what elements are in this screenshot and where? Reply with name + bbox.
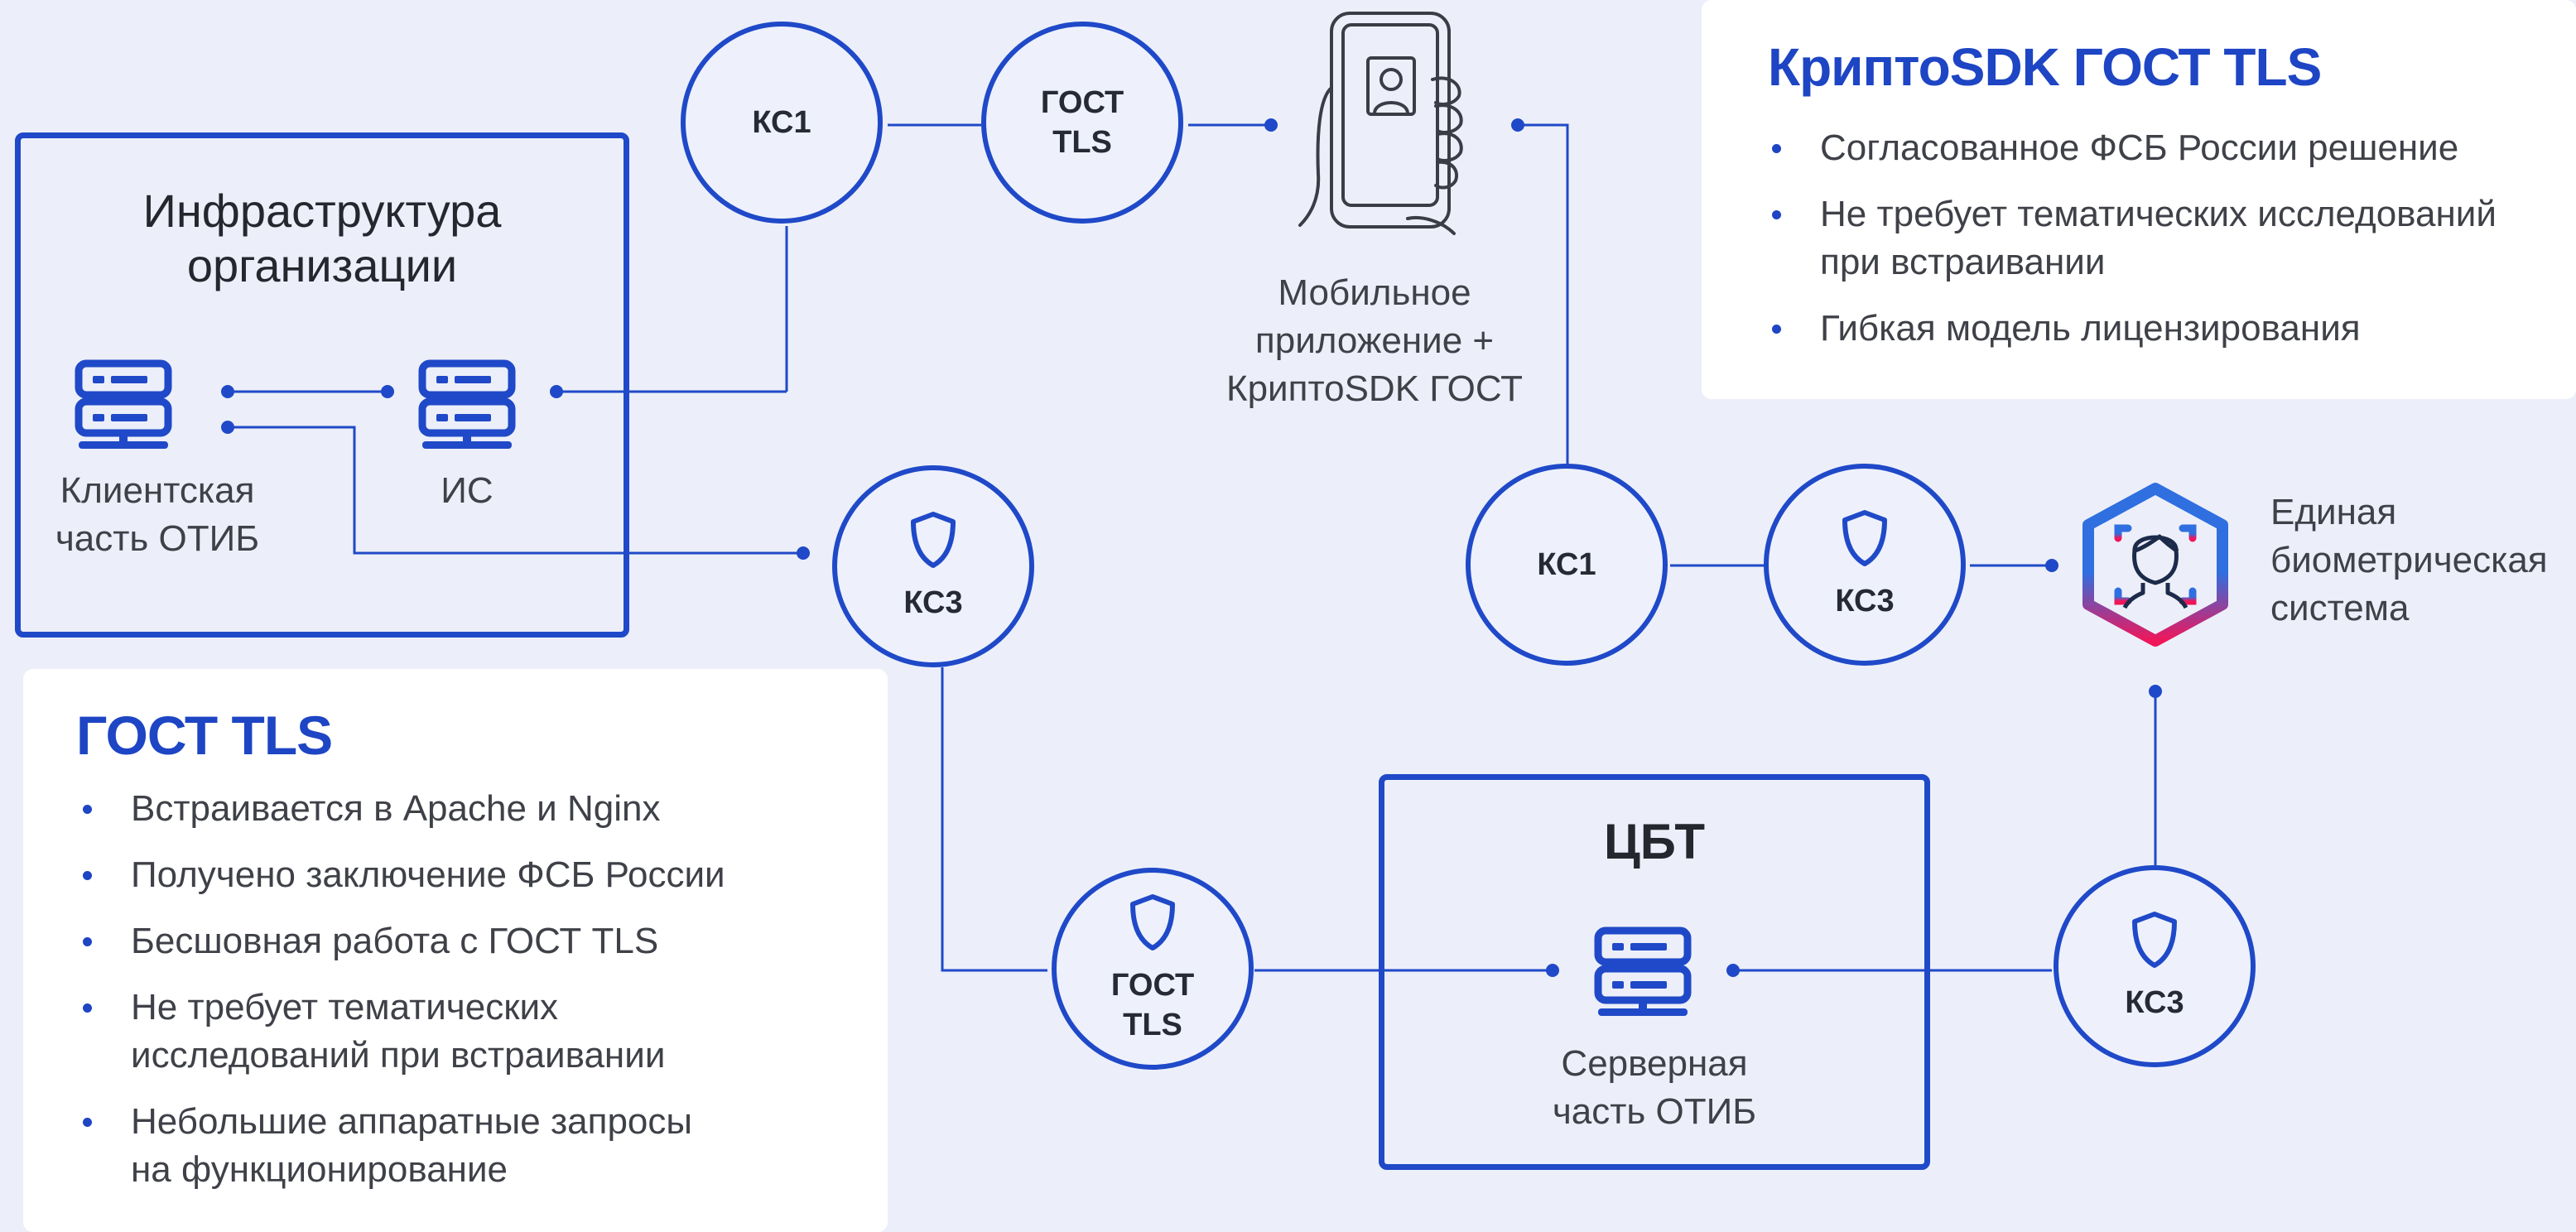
server-part-label: Серверная часть ОТИБ (1552, 1043, 1757, 1132)
client-part-label: Клиентская часть ОТИБ (55, 470, 260, 559)
server-icon (75, 359, 172, 449)
shield-icon (1130, 894, 1175, 950)
node-label: ГОСТ TLS (1040, 85, 1124, 160)
gost-tls-bottom-node: ГОСТ TLS (1052, 868, 1254, 1070)
dot (1726, 964, 1740, 977)
mobile-app-label: Мобильное приложение + КриптоSDK ГОСТ (1225, 272, 1524, 409)
line-ks3-gost (941, 667, 1047, 972)
bullet-item: Гибкая модель лицензирования (1764, 305, 2575, 353)
ks3-right-node: КС3 (1764, 464, 1966, 666)
gost-tls-top-node: ГОСТ TLS (981, 22, 1183, 224)
shield-icon (1842, 510, 1887, 566)
bullet-item: Не требует тематических исследований при… (1764, 190, 2575, 286)
server-icon (418, 359, 516, 449)
ks1-right-node: КС1 (1466, 464, 1668, 666)
cbt-title: ЦБТ (1603, 814, 1706, 869)
bullet-item: Не требует тематических исследований при… (75, 984, 886, 1080)
server-icon (1594, 926, 1692, 1016)
dot (2149, 685, 2162, 698)
bullet-item: Получено заключение ФСБ России (75, 851, 886, 899)
smartphone-hand-icon (1298, 12, 1463, 235)
node-label: КС3 (903, 585, 963, 620)
dot (1511, 118, 1524, 132)
crypto-sdk-title: КриптоSDK ГОСТ TLS (1768, 37, 2322, 97)
bullet-item: Небольшие аппаратные запросы на функцион… (75, 1098, 886, 1194)
node-label: КС1 (752, 105, 811, 140)
node-label: ГОСТ TLS (1110, 968, 1195, 1042)
node-label: КС3 (1835, 584, 1895, 618)
line-client-ks3 (228, 426, 803, 555)
gost-tls-card: ГОСТ TLS Встраивается в Apache и Nginx П… (23, 669, 888, 1232)
dot (2045, 559, 2058, 572)
gost-tls-bullets: Встраивается в Apache и Nginx Получено з… (75, 785, 886, 1212)
node-label: КС1 (1537, 547, 1596, 582)
crypto-sdk-bullets: Согласованное ФСБ России решение Не треб… (1764, 124, 2575, 371)
dot (1546, 964, 1559, 977)
ks3-mid-node: КС3 (832, 465, 1034, 667)
shield-icon (911, 512, 956, 568)
line-phone-ks1 (1518, 123, 1569, 464)
org-title: Инфраструктура организации (142, 185, 502, 291)
dot (797, 546, 810, 560)
biometric-label: Единая биометрическая система (2270, 492, 2548, 628)
cbt-box (1379, 774, 1930, 1170)
dot (381, 385, 394, 398)
is-label: ИС (441, 470, 494, 511)
face-id-icon (2082, 483, 2228, 647)
crypto-sdk-card: КриптоSDK ГОСТ TLS Согласованное ФСБ Рос… (1702, 0, 2576, 399)
dot (221, 421, 234, 434)
ks3-bottom-node: КС3 (2054, 865, 2256, 1067)
dot (550, 385, 563, 398)
node-label: КС3 (2125, 985, 2184, 1020)
dot (1264, 118, 1278, 132)
bullet-item: Согласованное ФСБ России решение (1764, 124, 2575, 172)
bullet-item: Бесшовная работа с ГОСТ TLS (75, 917, 886, 965)
ks1-top-node: КС1 (681, 22, 883, 224)
shield-icon (2132, 912, 2177, 968)
org-infrastructure-box (15, 132, 629, 638)
dot (221, 385, 234, 398)
gost-tls-title: ГОСТ TLS (76, 705, 333, 766)
bullet-item: Встраивается в Apache и Nginx (75, 785, 886, 833)
